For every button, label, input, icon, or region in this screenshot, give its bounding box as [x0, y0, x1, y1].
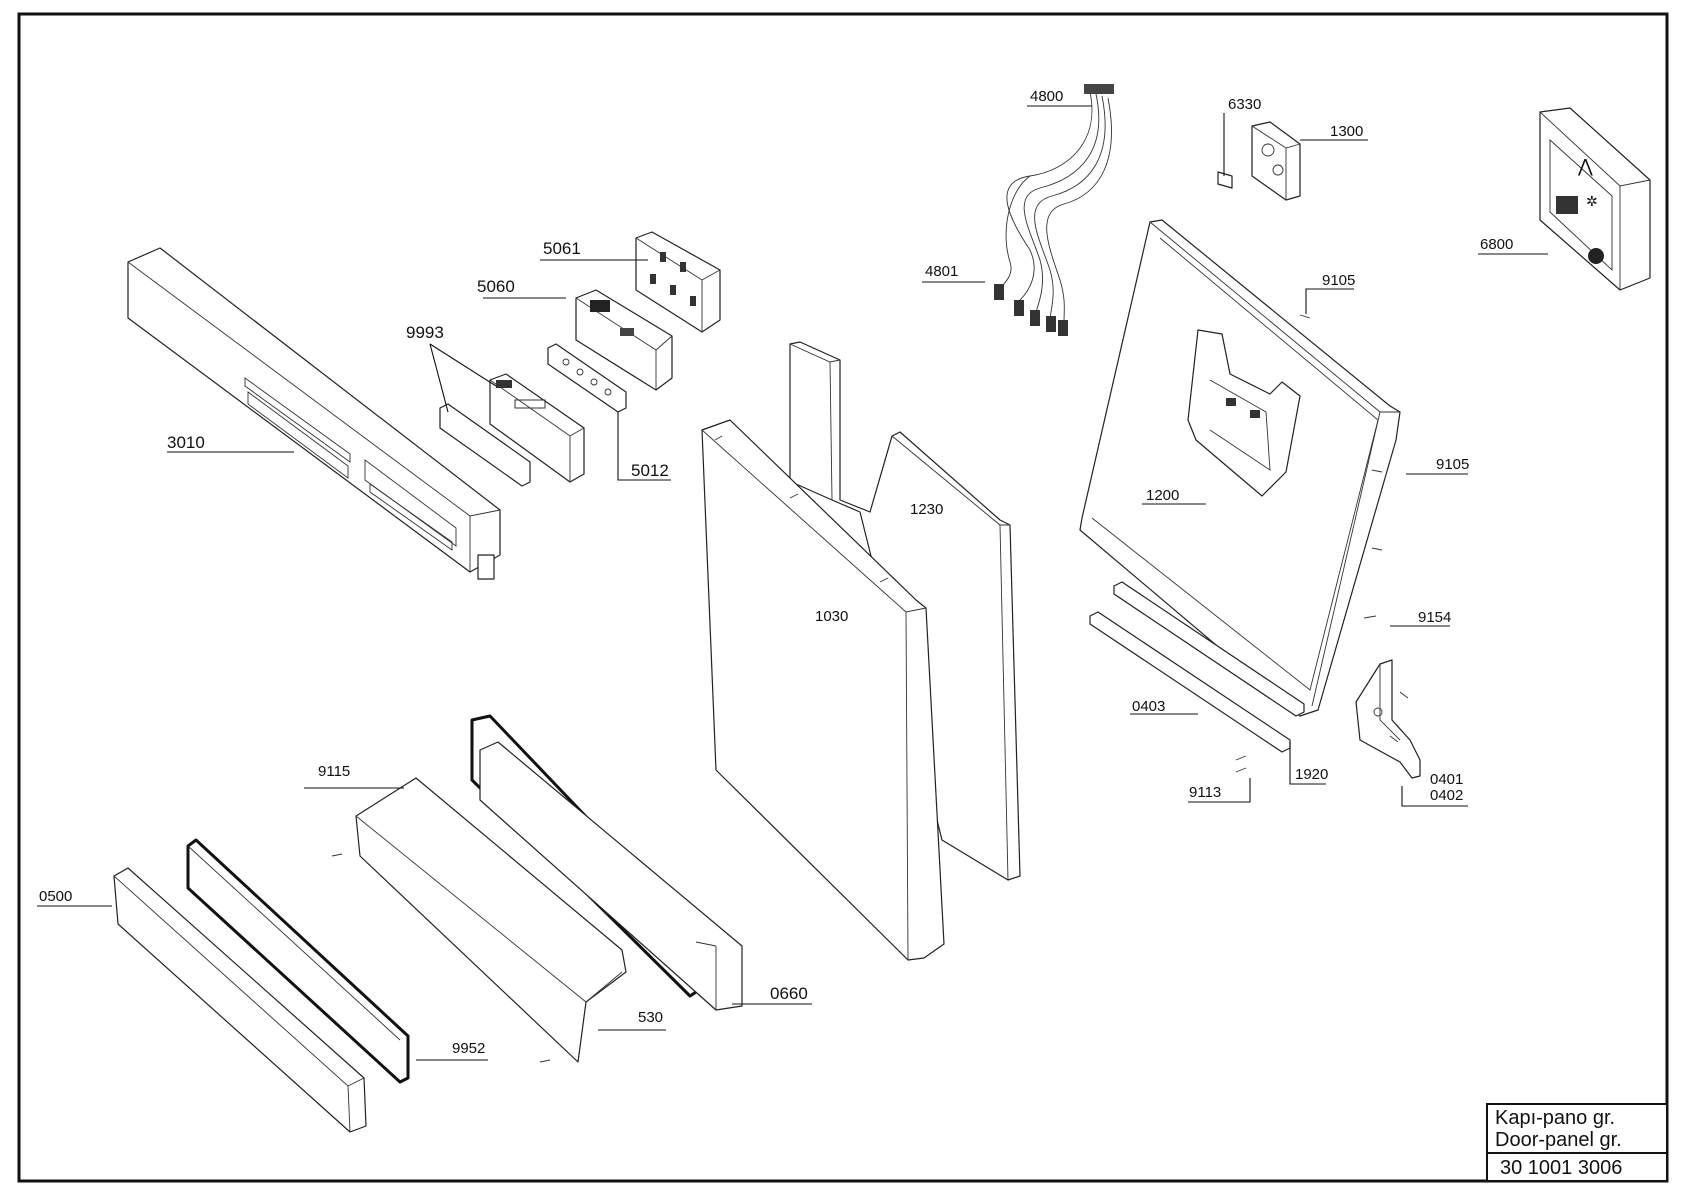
title-block-name-tr: Kapı-pano gr. [1495, 1107, 1615, 1129]
callout-9154: 9154 [1418, 609, 1451, 626]
part-0500-kick-plate [113, 867, 367, 1133]
callout-530: 530 [638, 1009, 663, 1026]
callout-0500: 0500 [39, 888, 72, 905]
part-0660-lower-panel [470, 714, 743, 1011]
screw-530a-icon [331, 853, 343, 857]
callout-0660: 0660 [770, 984, 808, 1003]
screw-530c-icon [539, 1059, 551, 1063]
callout-9993: 9993 [406, 323, 444, 342]
screw-a-icon [1371, 547, 1383, 551]
part-1200-inner-door [1079, 219, 1401, 717]
title-block-name-en: Door-panel gr. [1495, 1129, 1622, 1151]
callout-1200: 1200 [1146, 487, 1179, 504]
part-1030-door-front-panel [701, 419, 945, 961]
callout-9113: 9113 [1189, 784, 1221, 801]
callout-9105-top: 9105 [1322, 272, 1355, 289]
callout-5061: 5061 [543, 239, 581, 258]
part-1300-lock [1251, 121, 1301, 201]
callout-6330: 6330 [1228, 96, 1261, 113]
dispenser-button-icon [1588, 248, 1604, 264]
part-9952-plinth [186, 838, 410, 1084]
part-9993-display-module [439, 373, 585, 487]
callout-5060: 5060 [477, 277, 515, 296]
part-5061-pcb-holder [635, 231, 721, 333]
part-5060-control-board [575, 289, 673, 391]
part-530-bracket [355, 777, 627, 1063]
callout-3010: 3010 [167, 433, 205, 452]
part-0401-hinge [1355, 659, 1421, 779]
screw-hinge-a-icon [1399, 691, 1409, 699]
callout-1030: 1030 [815, 608, 848, 625]
drawing-frame [17, 12, 1669, 1183]
screw-9154-icon [1363, 615, 1377, 619]
part-5012-button-strip [547, 343, 627, 413]
callout-0403: 0403 [1132, 698, 1165, 715]
title-block: Kapı-pano gr. Door-panel gr. 30 1001 300… [1486, 1103, 1668, 1182]
callout-6800: 6800 [1480, 236, 1513, 253]
callout-4801: 4801 [925, 263, 958, 280]
callout-0402: 0402 [1430, 787, 1463, 804]
callout-4800: 4800 [1030, 88, 1063, 105]
callout-9115: 9115 [318, 763, 350, 780]
screw-9105a-icon [1299, 314, 1311, 319]
part-4800-wire-harness [994, 84, 1114, 336]
screw-hinge-b-icon [1389, 735, 1399, 743]
dispenser-star-icon: ✲ [1586, 193, 1598, 209]
callout-1920: 1920 [1295, 766, 1328, 783]
callout-1300: 1300 [1330, 123, 1363, 140]
callouts: 4800 4801 6330 1300 6800 5061 5060 9993 … [37, 88, 1548, 1061]
callout-0401: 0401 [1430, 771, 1463, 788]
dispenser-symbol-icon: ⋀ [1577, 156, 1593, 176]
part-6800-detergent-dispenser: ⋀ ✲ [1539, 107, 1651, 291]
part-3010-control-panel [127, 247, 501, 580]
callout-9952: 9952 [452, 1040, 485, 1057]
screw-9105b-icon [1371, 469, 1383, 473]
callout-1230: 1230 [910, 501, 943, 518]
callout-5012: 5012 [631, 461, 669, 480]
title-block-number: 30 1001 3006 [1500, 1157, 1622, 1179]
callout-9105-right: 9105 [1436, 456, 1469, 473]
part-6330-clip [1217, 171, 1233, 189]
part-1920-seal-strip [1113, 581, 1305, 717]
screw-9113a-icon [1235, 755, 1247, 761]
screw-9113b-icon [1235, 767, 1247, 773]
